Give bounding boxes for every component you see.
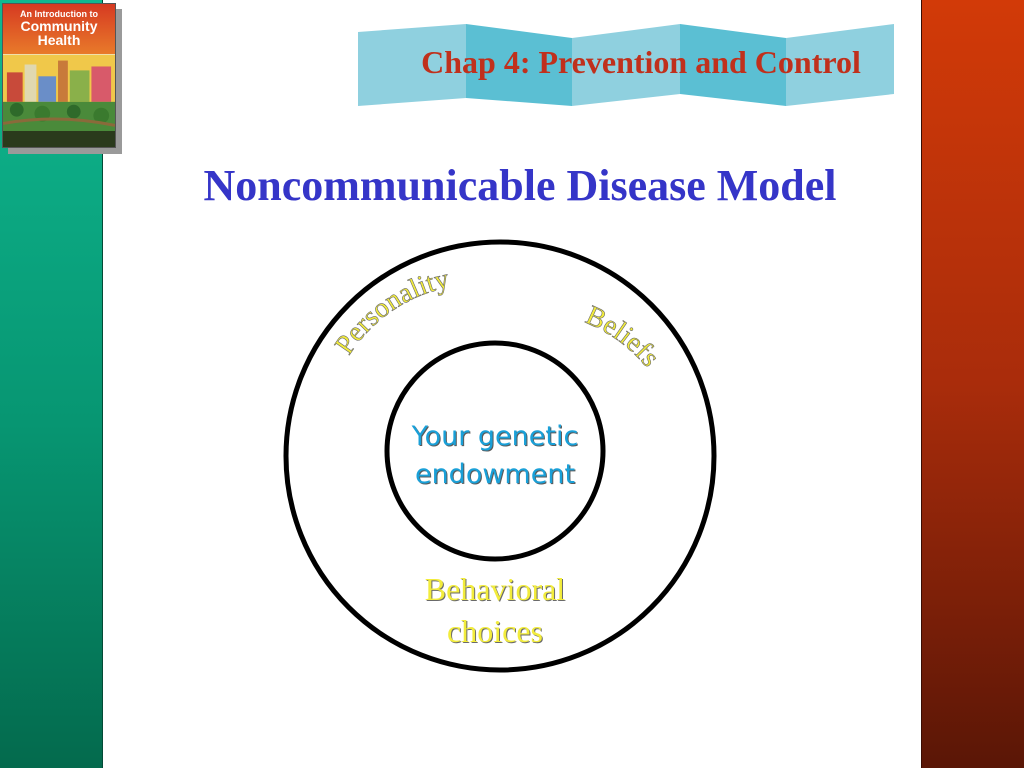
genetic-endowment-line1: Your genetic (411, 421, 579, 452)
behavioral-choices-line1: Behavioral (424, 571, 566, 607)
slide-title: Noncommunicable Disease Model (203, 161, 837, 210)
book-cover-footer (3, 131, 115, 147)
book-cover-line2: Community (20, 18, 98, 34)
behavioral-choices-line2: choices (447, 613, 543, 649)
beliefs-label: Beliefs (581, 300, 665, 373)
book-cover-cityscape (3, 54, 115, 132)
personality-label: Personality (329, 263, 452, 360)
beliefs-label-path: Beliefs (581, 300, 666, 374)
inner-circle (384, 340, 606, 562)
outer-circle (283, 239, 717, 673)
right-accent-bar (921, 0, 1024, 768)
book-cover-image: An Introduction to Community Health (2, 3, 116, 148)
book-cover-header (3, 4, 115, 54)
book-cover-line3: Health (37, 32, 81, 48)
disease-model-diagram: Personality Beliefs (283, 239, 717, 673)
book-cover-line1: An Introduction to (20, 9, 98, 19)
chapter-title-ribbon (358, 24, 894, 106)
genetic-endowment-line2: endowment (414, 459, 576, 490)
personality-label-path: Personality (329, 263, 452, 360)
behavioral-choices-label: Behavioral choices (390, 568, 600, 652)
genetic-endowment-label: Your genetic endowment (380, 418, 610, 494)
chapter-title: Chap 4: Prevention and Control (421, 44, 861, 80)
